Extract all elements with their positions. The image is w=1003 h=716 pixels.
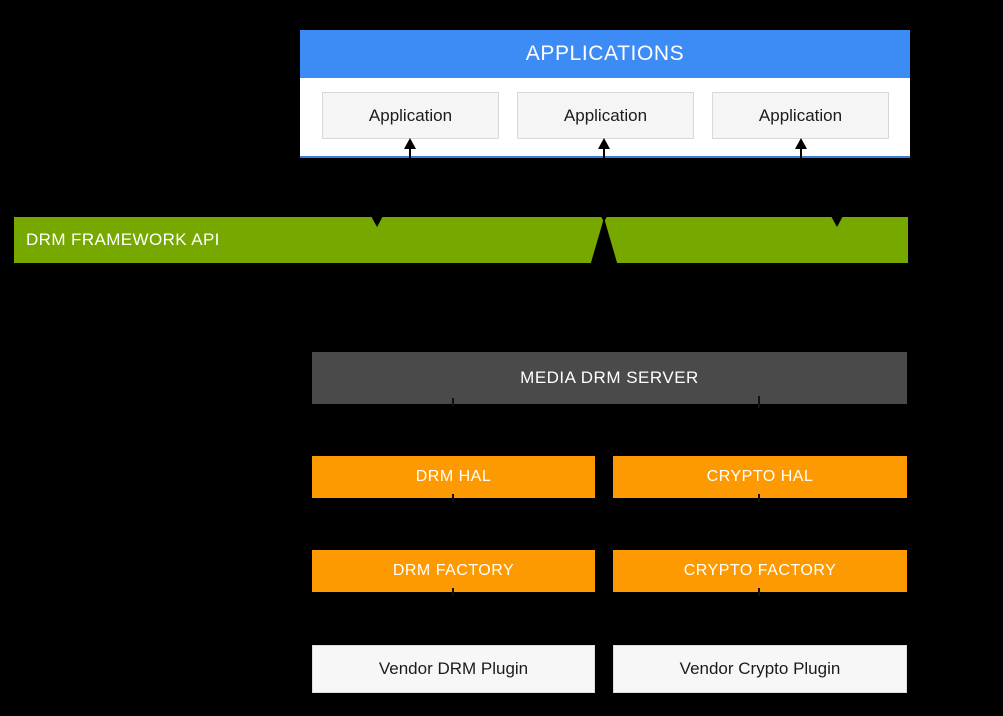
application-box-2[interactable]: Application	[517, 92, 694, 139]
application-box-3[interactable]: Application	[712, 92, 889, 139]
crypto-factory-box[interactable]: CRYPTO FACTORY	[613, 550, 907, 592]
connector-app2-up-line	[603, 144, 605, 160]
connector-app3-up-line	[800, 144, 802, 160]
arrow-down-framework-left	[371, 216, 383, 227]
drm-framework-api-label: DRM FRAMEWORK API	[26, 230, 220, 249]
arrow-down-framework-right	[831, 216, 843, 227]
connector-crypto-factory-to-vendor-crypto	[758, 588, 760, 596]
application-box-1[interactable]: Application	[322, 92, 499, 139]
drm-hal-box[interactable]: DRM HAL	[312, 456, 595, 498]
arrow-up-framework-to-server	[590, 218, 618, 266]
connector-drm-hal-to-drm-factory	[452, 494, 454, 502]
applications-header: APPLICATIONS	[300, 30, 910, 78]
connector-app1-up-line	[409, 144, 411, 160]
vendor-crypto-plugin-box[interactable]: Vendor Crypto Plugin	[613, 645, 907, 693]
connector-server-to-crypto-hal	[758, 396, 760, 408]
connector-server-to-drm-hal	[452, 398, 454, 406]
drm-framework-api-bar	[14, 217, 908, 263]
arrow-down-framework-center	[598, 211, 610, 222]
arrow-up-application-2	[598, 138, 610, 149]
crypto-hal-box[interactable]: CRYPTO HAL	[613, 456, 907, 498]
connector-crypto-hal-to-crypto-factory	[758, 494, 760, 502]
connector-drm-factory-to-vendor-drm	[452, 588, 454, 596]
arrow-up-application-1	[404, 138, 416, 149]
media-drm-server-bar: MEDIA DRM SERVER	[312, 352, 907, 404]
drm-factory-box[interactable]: DRM FACTORY	[312, 550, 595, 592]
arrow-up-application-3	[795, 138, 807, 149]
vendor-drm-plugin-box[interactable]: Vendor DRM Plugin	[312, 645, 595, 693]
